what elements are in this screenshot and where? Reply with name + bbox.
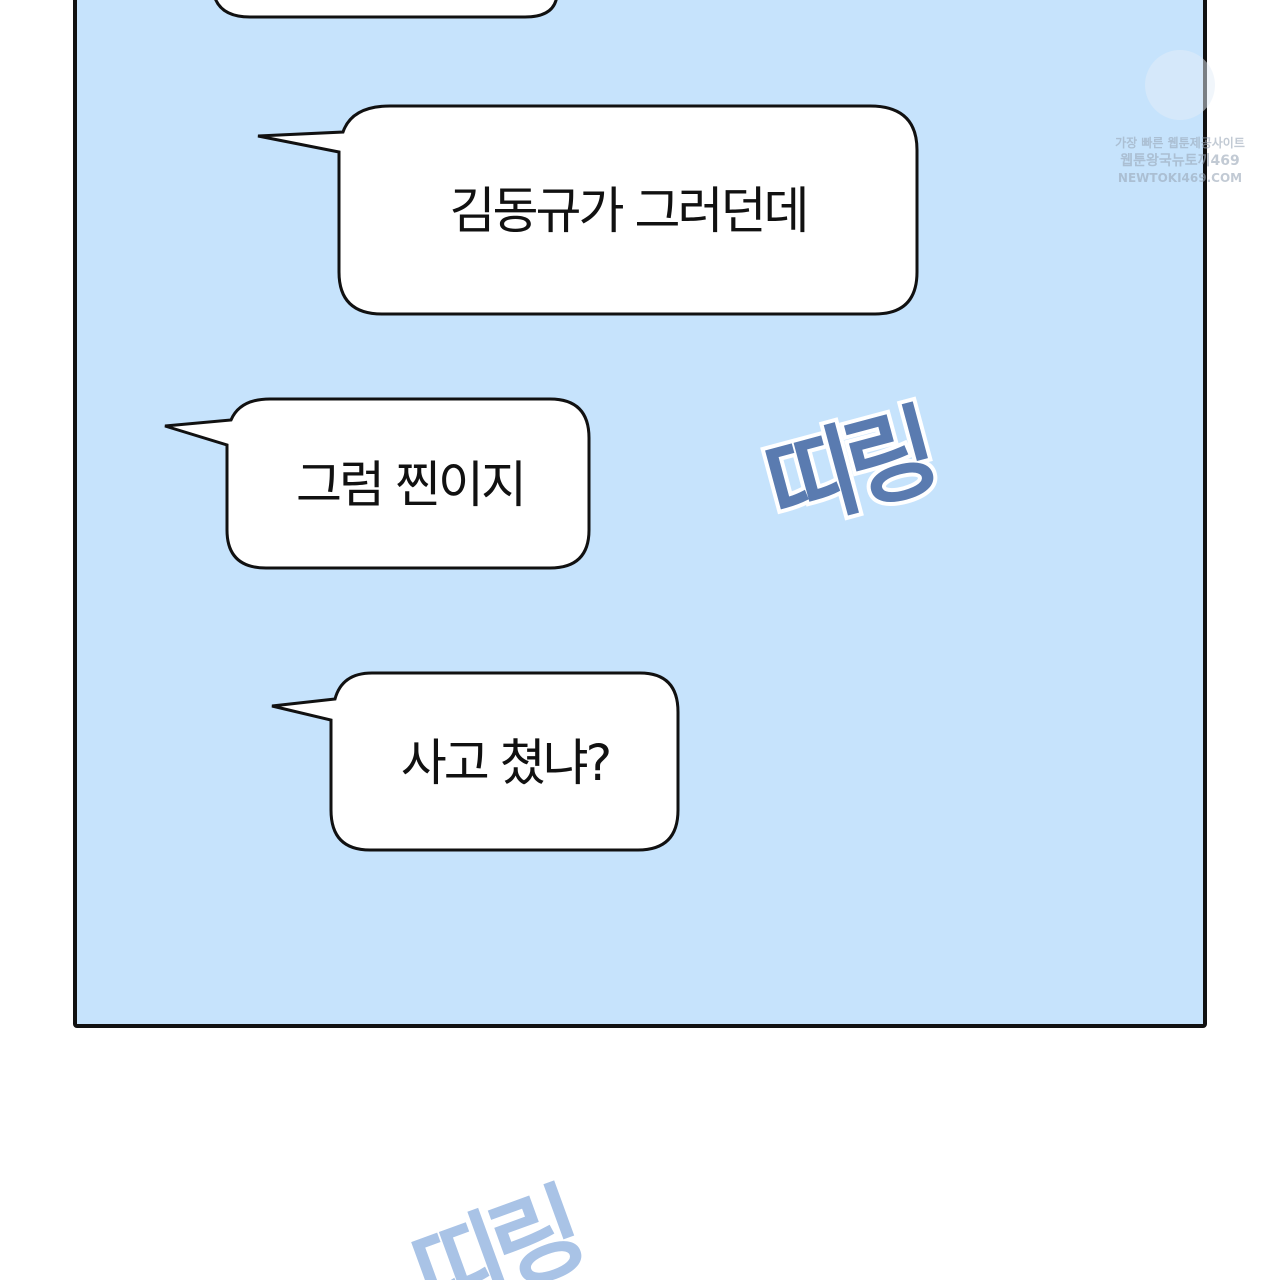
watermark-mascot-icon xyxy=(1145,50,1215,120)
watermark-line3: NEWTOKI469.COM xyxy=(1118,171,1242,185)
bubble-3-text: 사고 쳤냐? xyxy=(401,734,610,792)
bubble-2-text: 그럼 찐이지 xyxy=(296,456,524,514)
speech-bubble-partial xyxy=(214,0,558,19)
speech-bubble-1 xyxy=(257,104,919,316)
sound-effect-ding-faded: 띠링 xyxy=(398,1172,592,1280)
watermark-line1: 가장 빠른 웹툰제공사이트 xyxy=(1115,135,1245,150)
watermark: 가장 빠른 웹툰제공사이트 웹툰왕국뉴토끼469 NEWTOKI469.COM xyxy=(1115,50,1245,185)
bubble-1-text: 김동규가 그러던데 xyxy=(450,182,807,240)
speech-bubble-3 xyxy=(271,671,680,852)
watermark-line2: 웹툰왕국뉴토끼469 xyxy=(1120,153,1239,169)
speech-bubble-2 xyxy=(164,397,591,570)
